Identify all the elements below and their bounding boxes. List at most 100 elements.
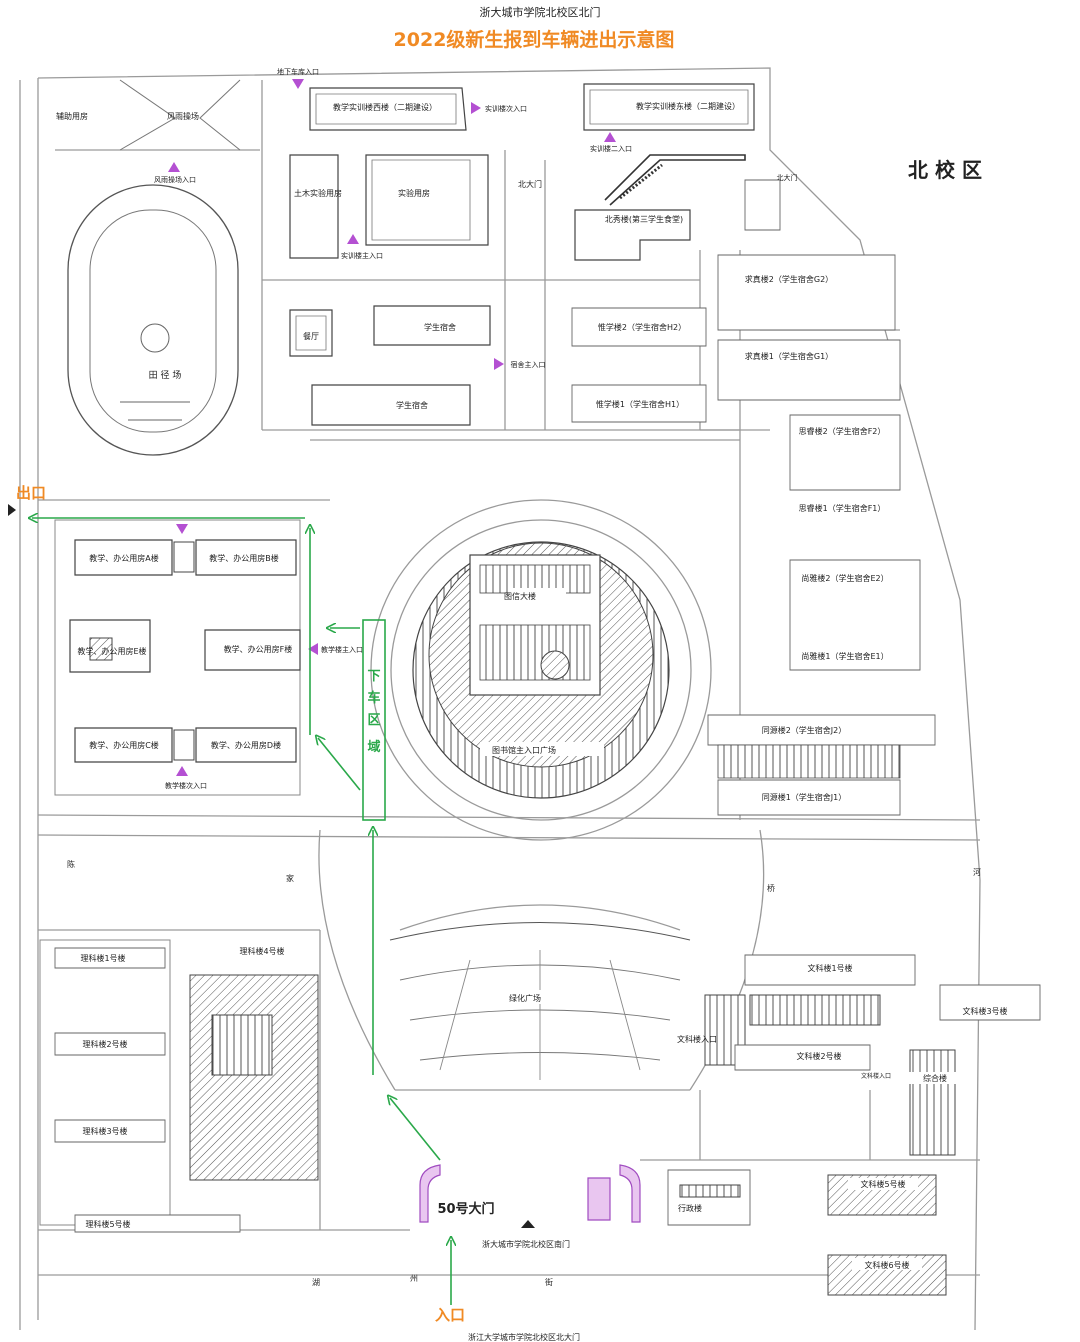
map-title: 2022级新生报到车辆进出示意图 — [394, 28, 675, 51]
tongyuan2-label: 同源楼2（学生宿舍J2） — [762, 725, 847, 735]
south-gate-label: 浙大城市学院北校区南门 — [482, 1239, 570, 1249]
arts3-label: 文科楼3号楼 — [962, 1006, 1007, 1016]
dorm-entry-label: 宿舍主入口 — [511, 360, 546, 369]
route-gate-to-road-arrow — [390, 1098, 441, 1161]
teach-c-label: 教学、办公用房C楼 — [89, 740, 159, 750]
underground-parking-label: 地下车库入口 — [277, 67, 319, 76]
track-label: 田 径 场 — [149, 369, 182, 381]
science-buildings: 理科楼1号楼 理科楼2号楼 理科楼3号楼 理科楼4号楼 理科楼5号楼 — [39, 939, 319, 1233]
road-name-qiao: 桥 — [767, 883, 775, 893]
complex-label: 综合楼 — [923, 1073, 947, 1083]
science2-label: 理科楼2号楼 — [82, 1039, 127, 1049]
dropoff-char-1: 车 — [367, 690, 380, 706]
road-name-he: 河 — [973, 867, 981, 877]
siyu2-label: 思睿楼2（学生宿舍F2） — [799, 426, 886, 436]
gate-label: 50号大门 — [437, 1201, 494, 1217]
science1-label: 理科楼1号楼 — [80, 953, 125, 963]
training-entry-label: 实训楼次入口 — [485, 104, 527, 113]
arts1-label: 文科楼1号楼 — [807, 963, 852, 973]
teach-a-label: 教学、办公用房A楼 — [89, 553, 158, 563]
beixiu-label: 北秀楼(第三学生食堂) — [605, 214, 683, 224]
north-buildings: 辅助用房 风雨操场 地下车库入口 教学实训楼西楼（二期建设） 实训楼次入口 教学… — [56, 67, 982, 671]
canteen-label: 餐厅 — [303, 332, 319, 341]
road-name-hu: 湖 — [312, 1278, 320, 1287]
rain-field-entry-marker — [168, 162, 180, 172]
tongyuan1-label: 同源楼1（学生宿舍J1） — [762, 792, 847, 802]
dropoff-label: 下 车 区 域 — [367, 669, 380, 755]
teach-f-label: 教学、办公用房F楼 — [224, 644, 293, 654]
teach-side-entry-marker — [176, 766, 188, 776]
dorm1-label: 学生宿舍 — [424, 322, 456, 332]
dropoff-char-0: 下 — [367, 669, 380, 684]
teach-side-entry-label: 教学楼次入口 — [165, 781, 207, 790]
admin-label: 行政楼 — [678, 1203, 702, 1213]
road-name-zhou: 州 — [410, 1274, 418, 1283]
road-name-chen: 陈 — [67, 859, 75, 869]
exit-pointer-icon — [8, 504, 16, 516]
road-name-jie: 街 — [545, 1277, 553, 1287]
training-main-entry-marker — [347, 234, 359, 244]
science5-label: 理科楼5号楼 — [85, 1219, 130, 1229]
road-name-jia: 家 — [286, 873, 294, 883]
track-field: 田 径 场 — [67, 184, 239, 456]
shangya1-label: 尚雅楼1（学生宿舍E1） — [801, 651, 888, 661]
training-entry2-label: 实训楼二入口 — [590, 144, 632, 153]
east-training-label: 教学实训楼东楼（二期建设） — [636, 101, 740, 111]
qiuzhen2-label: 求真楼2（学生宿舍G2） — [745, 274, 833, 284]
teach-main-entry-marker — [308, 643, 318, 655]
science4-label: 理科楼4号楼 — [239, 946, 284, 956]
vehicle-route — [8, 504, 451, 1305]
teach-ab-marker — [176, 524, 188, 534]
north-gate-small-label: 北大门 — [777, 173, 798, 182]
dorm-entry-marker — [494, 358, 504, 370]
entrance-label: 入口 — [435, 1306, 465, 1324]
aux-room-label: 辅助用房 — [56, 111, 88, 121]
teach-b-label: 教学、办公用房B楼 — [209, 553, 279, 563]
lab-label: 实验用房 — [398, 188, 430, 198]
north-gate-label: 北大门 — [518, 179, 542, 189]
arts-entry-label: 文科楼入口 — [677, 1034, 717, 1044]
dorm2-label: 学生宿舍 — [396, 400, 428, 410]
siyu1-label: 思睿楼1（学生宿舍F1） — [799, 503, 886, 513]
rain-field-label: 风雨操场 — [167, 111, 199, 121]
qiuzhen1-label: 求真楼1（学生宿舍G1） — [745, 351, 833, 361]
arts-entry2-label: 文科楼入口 — [861, 1072, 891, 1080]
library-label: 图信大楼 — [504, 591, 536, 601]
dropoff-char-2: 区 — [367, 713, 380, 728]
training-entry2-marker — [604, 132, 616, 142]
weixue1-label: 惟学楼1（学生宿舍H1） — [596, 399, 684, 409]
training-main-entry-label: 实训楼主入口 — [341, 251, 383, 260]
underground-parking-marker — [292, 79, 304, 89]
arts2-label: 文科楼2号楼 — [796, 1051, 841, 1061]
dropoff-char-3: 域 — [367, 739, 380, 755]
library-plaza-label: 图书馆主入口广场 — [492, 745, 556, 755]
gate-north-arrow — [521, 1220, 535, 1228]
teach-e-label: 教学、办公用房E楼 — [77, 646, 146, 656]
weixue2-label: 惟学楼2（学生宿舍H2） — [598, 322, 686, 332]
south-gate: 50号大门 浙大城市学院北校区南门 湖 州 街 浙江大学城市学院北校区北大门 — [312, 1164, 641, 1342]
teaching-buildings: 教学、办公用房A楼 教学、办公用房B楼 教学、办公用房E楼 教学、办公用房F楼 … — [54, 519, 363, 796]
exit-label: 出口 — [16, 484, 46, 502]
teach-main-entry-label: 教学楼主入口 — [321, 645, 363, 654]
science3-label: 理科楼3号楼 — [82, 1126, 127, 1136]
green-plaza: 绿化广场 — [389, 922, 691, 1080]
road-network — [19, 67, 981, 1331]
campus-label: 北 校 区 — [908, 158, 982, 182]
map-subtitle: 浙大城市学院北校区北门 — [480, 5, 601, 19]
shangya2-label: 尚雅楼2（学生宿舍E2） — [801, 573, 888, 583]
west-training-label: 教学实训楼西楼（二期建设） — [333, 102, 437, 112]
teach-d-label: 教学、办公用房D楼 — [211, 740, 281, 750]
tongyuan-buildings: 同源楼2（学生宿舍J2） 同源楼1（学生宿舍J1） — [707, 714, 936, 816]
dropoff-area — [362, 619, 386, 821]
civil-lab-label: 土木实验用房 — [294, 188, 342, 198]
training-entry-marker — [471, 102, 481, 114]
arts6-label: 文科楼6号楼 — [864, 1260, 909, 1270]
bottom-gate-label: 浙江大学城市学院北校区北大门 — [468, 1332, 580, 1342]
library: 图信大楼 图书馆主入口广场 — [412, 541, 670, 799]
rain-field-entry-label: 风雨操场入口 — [154, 175, 196, 184]
route-loop-up-arrow — [318, 738, 361, 791]
green-plaza-label: 绿化广场 — [509, 993, 541, 1003]
arts-buildings: 文科楼1号楼 文科楼3号楼 文科楼入口 文科楼2号楼 文科楼入口 综合楼 行政楼… — [667, 954, 1041, 1296]
arts5-label: 文科楼5号楼 — [860, 1179, 905, 1189]
